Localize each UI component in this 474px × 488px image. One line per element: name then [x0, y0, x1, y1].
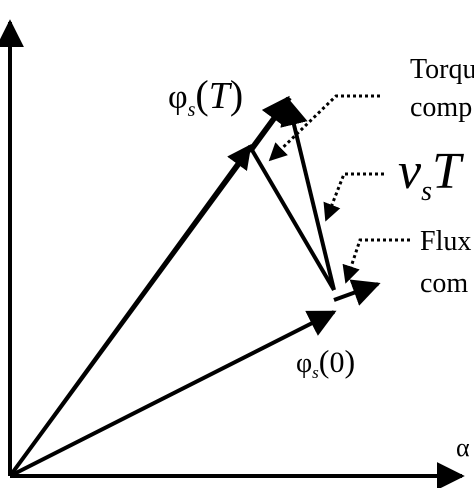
phi-s-T-label: φs(T)	[168, 72, 243, 121]
phi-s-0-label: φs(0)	[296, 343, 355, 382]
torque-label-line2: comp	[410, 92, 472, 123]
flux-component-vector	[333, 279, 381, 306]
x-axis-label: α	[456, 433, 470, 462]
phi-s-0-vector	[9, 310, 337, 478]
vsT-label: vsT	[398, 143, 464, 207]
flux-label-line1: Flux	[420, 226, 471, 257]
torque-leader-line	[268, 94, 380, 162]
flux-label-line2: com	[420, 268, 468, 299]
torque-label-line1: Torqu	[410, 54, 474, 85]
flux-leader-line	[342, 238, 410, 284]
vsT-leader-line	[323, 172, 384, 222]
vsT-vector	[280, 97, 336, 291]
phi-s-T-inner-vector	[8, 144, 252, 478]
torque-component-top	[250, 96, 292, 152]
torque-component-vector	[250, 148, 336, 292]
